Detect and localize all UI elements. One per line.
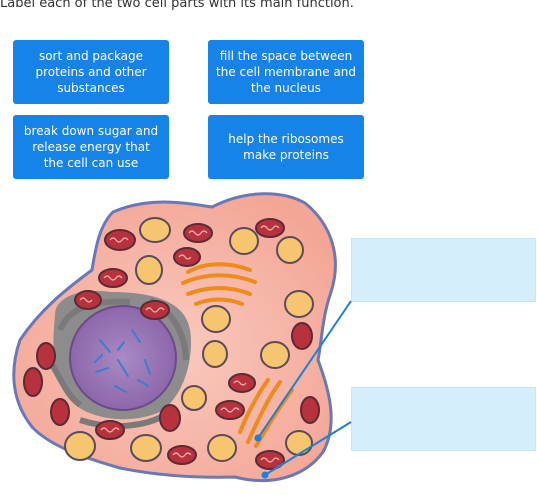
answer-tile-er-function[interactable]: help the ribosomes make proteins: [208, 115, 364, 179]
drop-target-1[interactable]: [351, 238, 536, 302]
drop-target-2[interactable]: [351, 387, 536, 451]
mitochondria: [23, 218, 320, 470]
answer-tile-golgi-function[interactable]: sort and package proteins and other subs…: [13, 40, 169, 104]
pointer-dots: [254, 434, 269, 479]
answer-tile-cytoplasm-function[interactable]: fill the space between the cell membrane…: [208, 40, 364, 104]
golgi-apparatus: [181, 262, 257, 306]
vacuoles: [64, 217, 314, 462]
instruction-text: Label each of the two cell parts with it…: [0, 0, 354, 11]
pointer-lines: [257, 300, 352, 476]
answer-tile-mitochondria-function[interactable]: break down sugar and release energy that…: [13, 115, 169, 179]
nucleus: [45, 290, 191, 429]
